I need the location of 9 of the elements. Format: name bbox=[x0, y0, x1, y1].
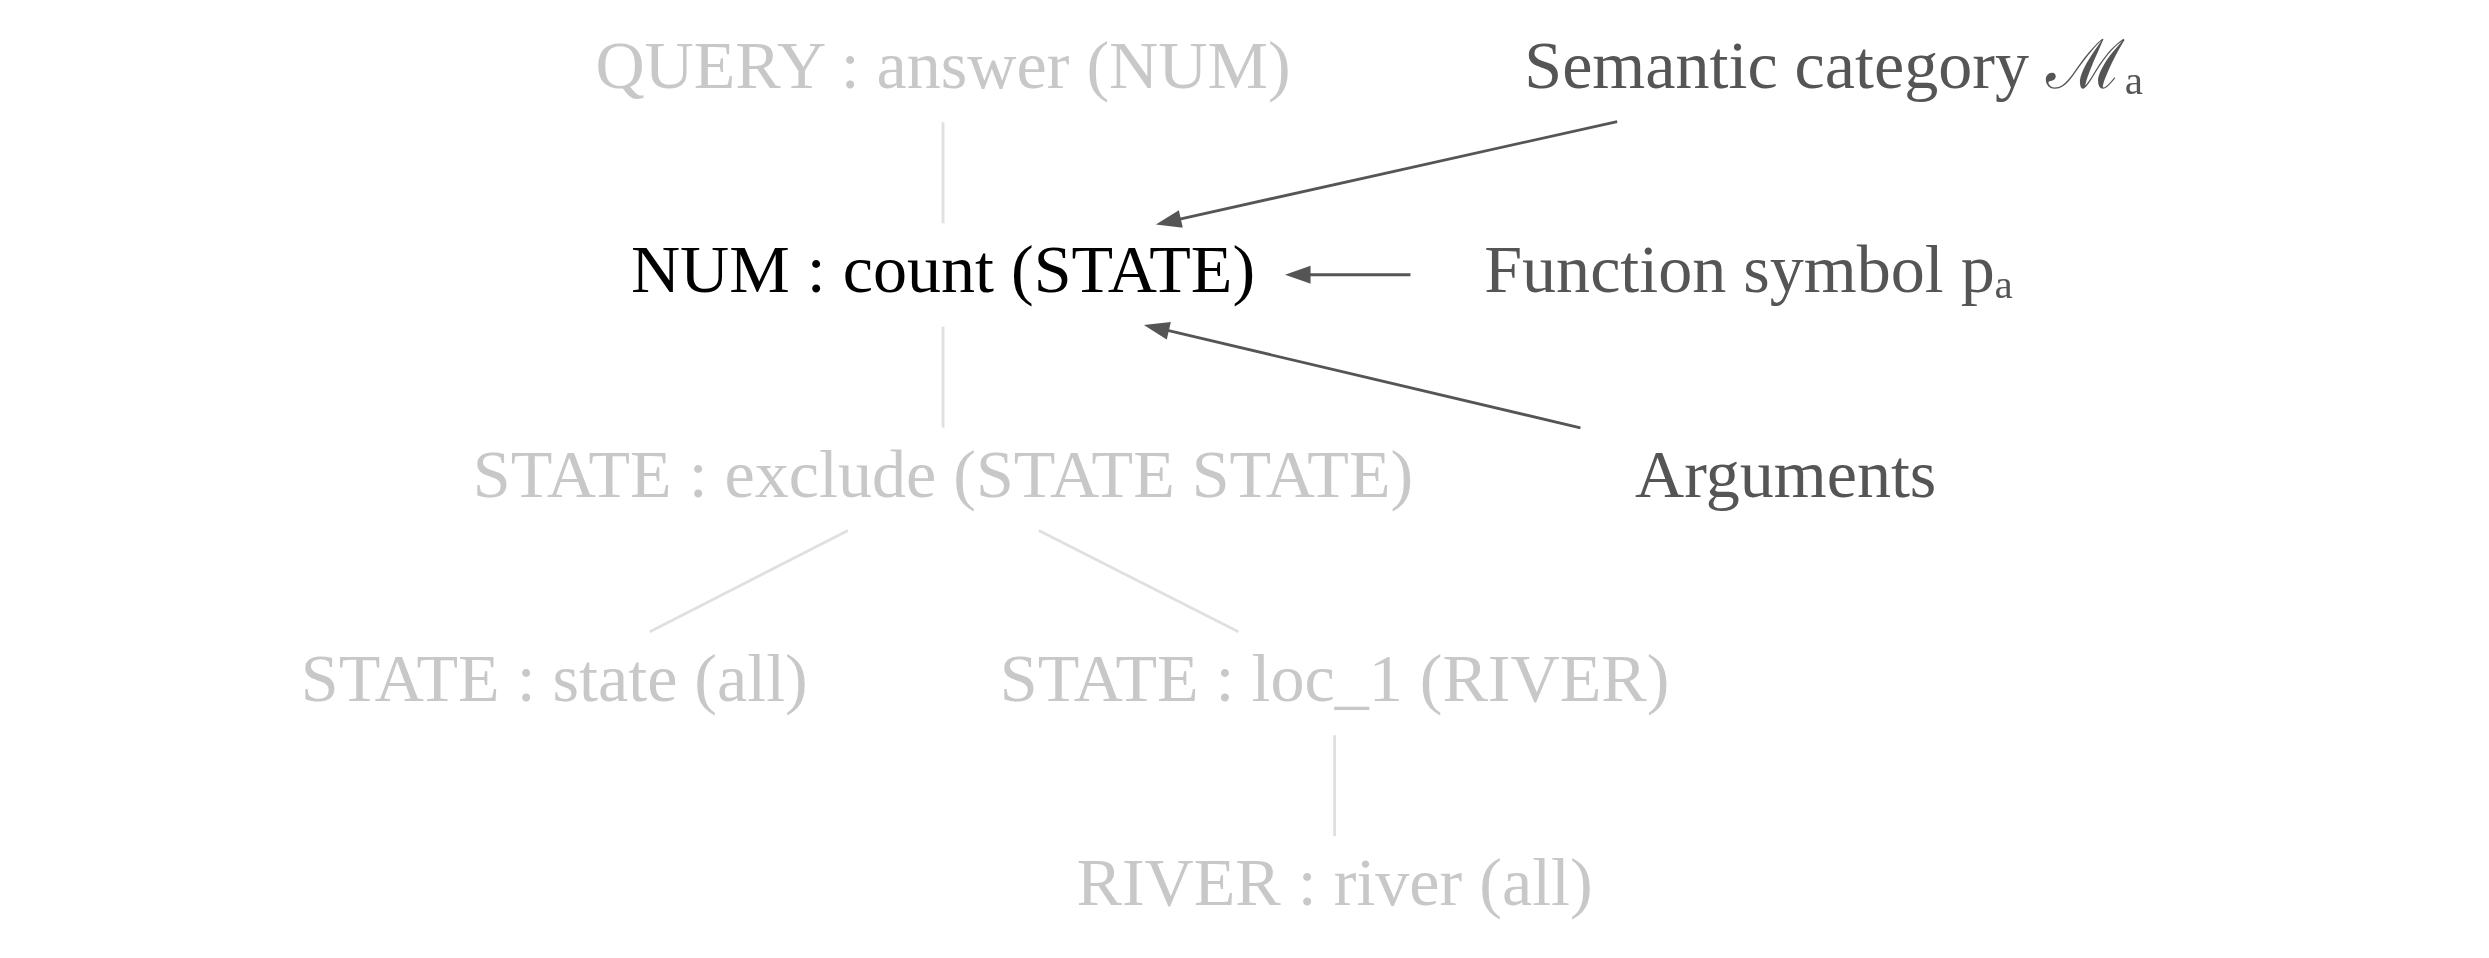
node-text: Semantic category ℳₐ bbox=[1524, 27, 2144, 104]
arrow bbox=[1143, 322, 1581, 430]
connector bbox=[1038, 529, 1240, 633]
node-text: Arguments bbox=[1635, 435, 1937, 512]
node-text: NUM : count (STATE) bbox=[630, 231, 1256, 308]
connector bbox=[649, 529, 849, 633]
node-text: Function symbol pₐ bbox=[1484, 231, 2014, 308]
arrow bbox=[1284, 265, 1411, 284]
arrow bbox=[1155, 120, 1618, 228]
